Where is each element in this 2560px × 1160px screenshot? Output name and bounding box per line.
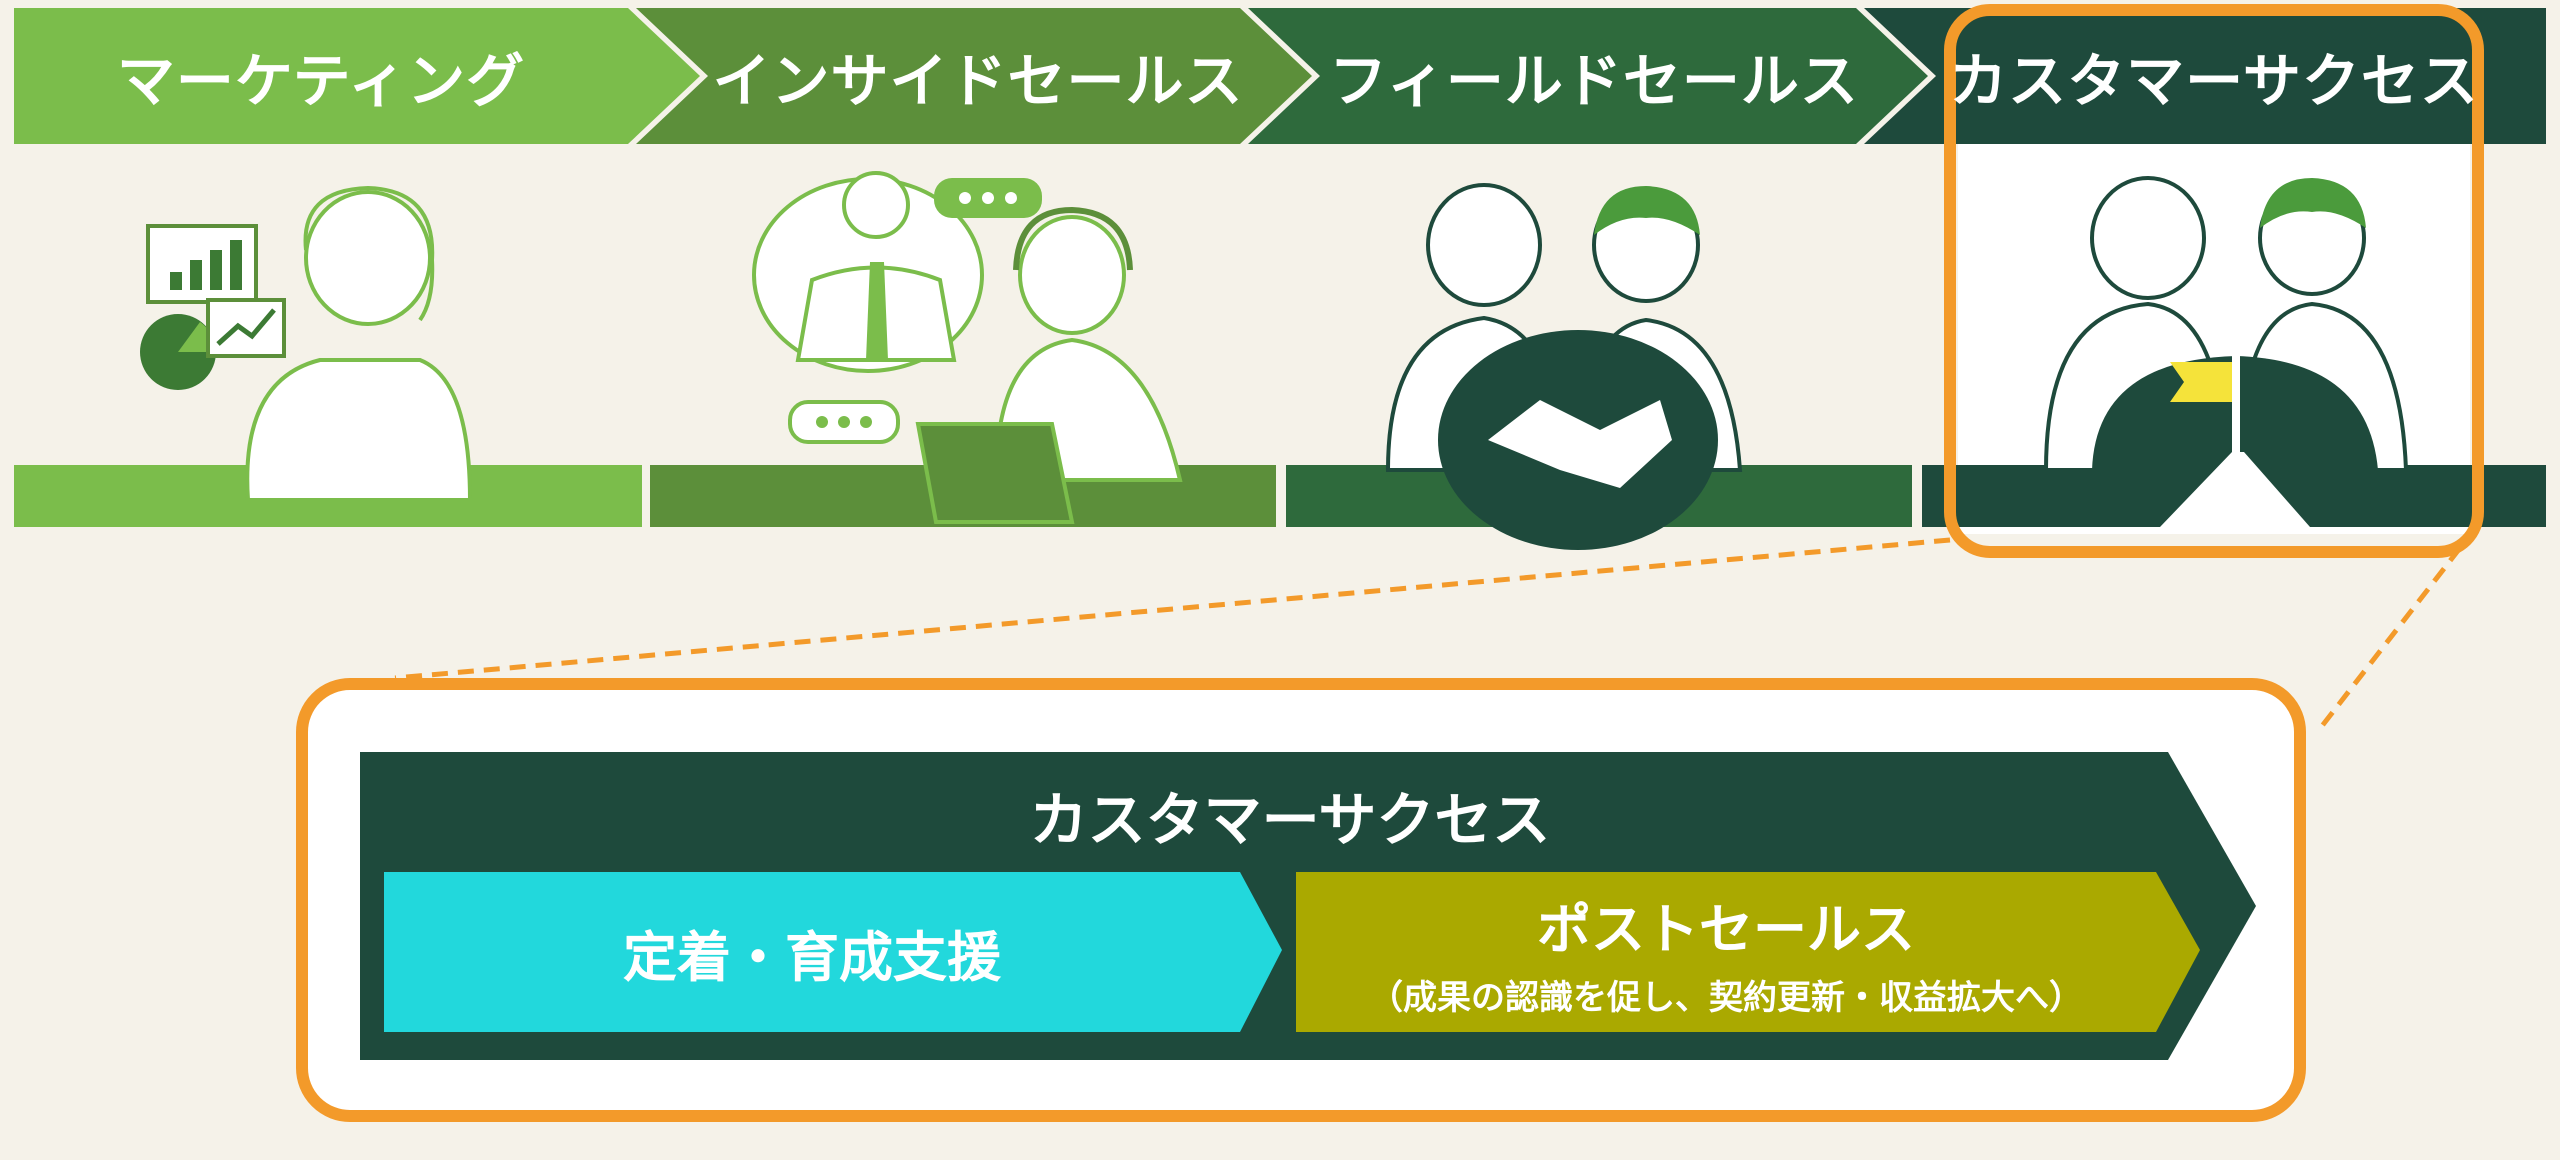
stage-label-marketing: マーケティング [116, 47, 526, 115]
customer-success-illustration [2043, 176, 2409, 527]
inside-sales-illustration [752, 171, 1183, 524]
step-onboarding-title: 定着・育成支援 [623, 925, 1001, 989]
step-arrow-post-sales [1296, 872, 2200, 1032]
stage-banner-inside-sales [636, 8, 1312, 144]
stage-label-inside-sales: インサイドセールス [712, 47, 1244, 115]
step-post-sales-title: ポストセールス [1537, 898, 1915, 961]
handshake-icon [1438, 330, 1718, 550]
stage-banner-marketing [14, 8, 700, 144]
trend-chart-icon [206, 298, 286, 358]
pie-chart-icon [140, 314, 216, 390]
connector-right [2320, 546, 2462, 728]
step-onboarding: 定着・育成支援 [384, 872, 1240, 1032]
marketing-illustration [140, 185, 473, 502]
step-post-sales: ポストセールス （成果の認識を促し、契約更新・収益拡大へ） [1296, 872, 2156, 1032]
speech-bubble-small-icon [788, 400, 900, 444]
stage-label-field-sales: フィールドセールス [1329, 47, 1859, 115]
headset-icon [1013, 206, 1133, 271]
summit-path [2160, 452, 2310, 527]
step-arrow-onboarding [384, 872, 1282, 1032]
salesman-figure [795, 171, 957, 362]
detail-title: カスタマーサクセス [1029, 786, 1551, 854]
speech-bubble-icon [934, 178, 1042, 218]
laptop-icon [915, 422, 1075, 524]
connector-left [394, 537, 1951, 681]
flag-icon [2170, 352, 2240, 454]
step-post-sales-subtitle: （成果の認識を促し、契約更新・収益拡大へ） [1369, 978, 2083, 1018]
chart-icon [146, 224, 258, 304]
stage-label-customer-success: カスタマーサクセス [1949, 47, 2479, 115]
stage-banner-field-sales [1248, 8, 1928, 144]
stage-banner [14, 8, 2546, 144]
thinking-woman-figure [245, 185, 473, 502]
stage-banner-customer-success [1864, 8, 2546, 144]
customer-success-highlight [1944, 4, 2484, 558]
field-sales-illustration [1385, 183, 1743, 550]
